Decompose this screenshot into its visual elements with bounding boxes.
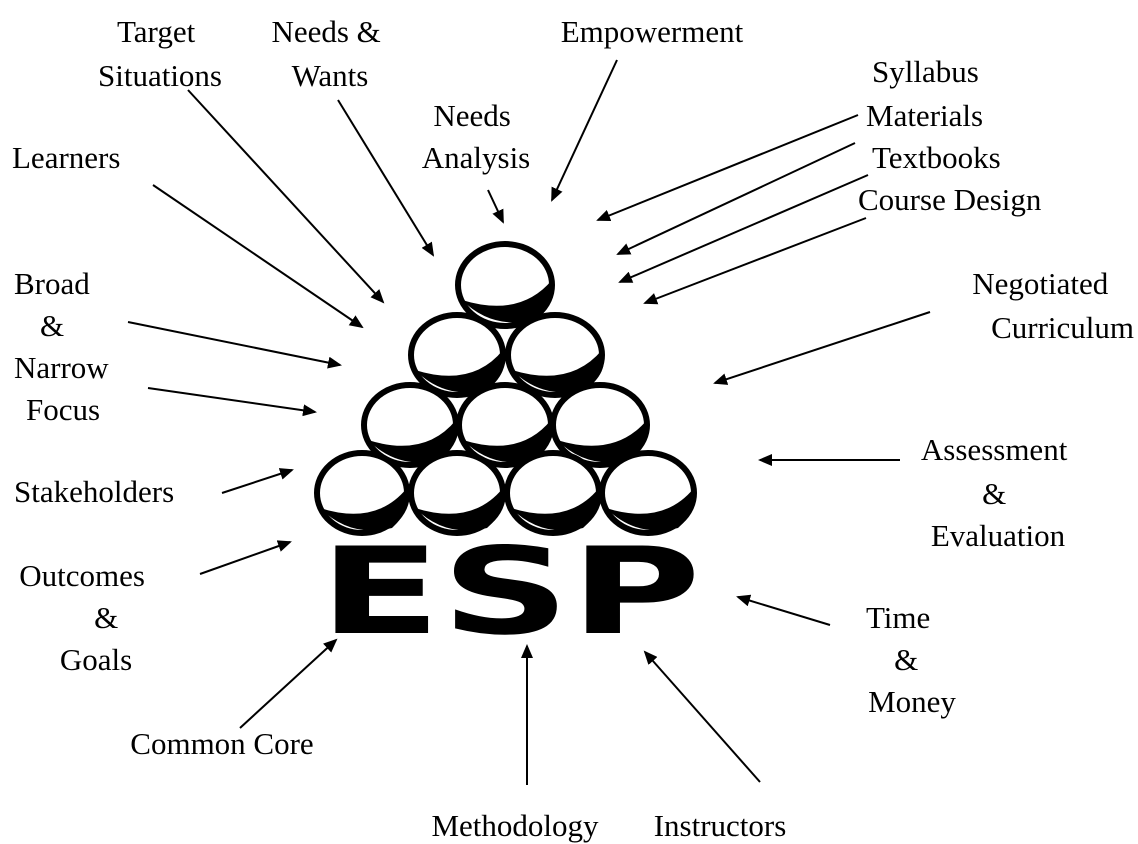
arrow-needs-wants [337, 99, 435, 257]
label-instructors: Instructors [654, 808, 787, 843]
label-assessment-evaluation: Assessment & Evaluation [921, 432, 1075, 553]
label-materials: Materials [866, 98, 983, 133]
arrow-broad [127, 321, 342, 369]
label-needs-wants: Needs & Wants [271, 14, 388, 93]
label-syllabus: Syllabus [872, 54, 979, 89]
arrow-textbooks [618, 174, 869, 283]
label-course-design: Course Design [858, 182, 1042, 217]
label-common-core: Common Core [130, 726, 313, 761]
label-empowerment: Empowerment [561, 14, 744, 49]
labels: Target Situations Needs & Wants Empowerm… [12, 14, 1134, 843]
arrow-syllabus [596, 114, 859, 222]
label-stakeholders: Stakeholders [14, 474, 174, 509]
arrow-needs-analysis [487, 189, 504, 224]
arrow-time-money [736, 594, 831, 626]
ball [550, 382, 650, 468]
label-textbooks: Textbooks [872, 140, 1001, 175]
ball [504, 450, 602, 536]
arrow-materials [616, 142, 856, 255]
arrow-course-design [643, 217, 867, 305]
arrow-instructors [643, 650, 761, 783]
label-learners: Learners [12, 140, 120, 175]
label-broad-narrow-focus: Broad & Narrow Focus [14, 266, 116, 427]
ball [408, 312, 506, 398]
label-target-situations: Target Situations [98, 14, 222, 93]
label-time-money: Time & Money [866, 600, 956, 719]
arrow-empowerment [551, 59, 618, 202]
ball [505, 312, 605, 398]
arrow-common-core [239, 638, 338, 729]
arrow-target-situations [187, 89, 385, 304]
label-outcomes-goals: Outcomes & Goals [19, 558, 152, 677]
arrow-negotiated-curriculum [713, 311, 931, 385]
esp-logo: ESP [319, 523, 701, 662]
arrows [127, 59, 931, 785]
arrow-outcomes [199, 540, 292, 575]
ball [455, 241, 555, 329]
ball-pyramid [314, 241, 697, 536]
ball [314, 450, 410, 536]
label-methodology: Methodology [431, 808, 599, 843]
label-needs-analysis: Needs Analysis [422, 98, 531, 175]
arrow-learners [152, 184, 364, 329]
arrow-narrow-focus [147, 387, 317, 417]
arrow-stakeholders [221, 468, 294, 494]
ball [408, 450, 506, 536]
label-negotiated-curriculum: Negotiated Curriculum [972, 266, 1134, 345]
ball [599, 450, 697, 536]
